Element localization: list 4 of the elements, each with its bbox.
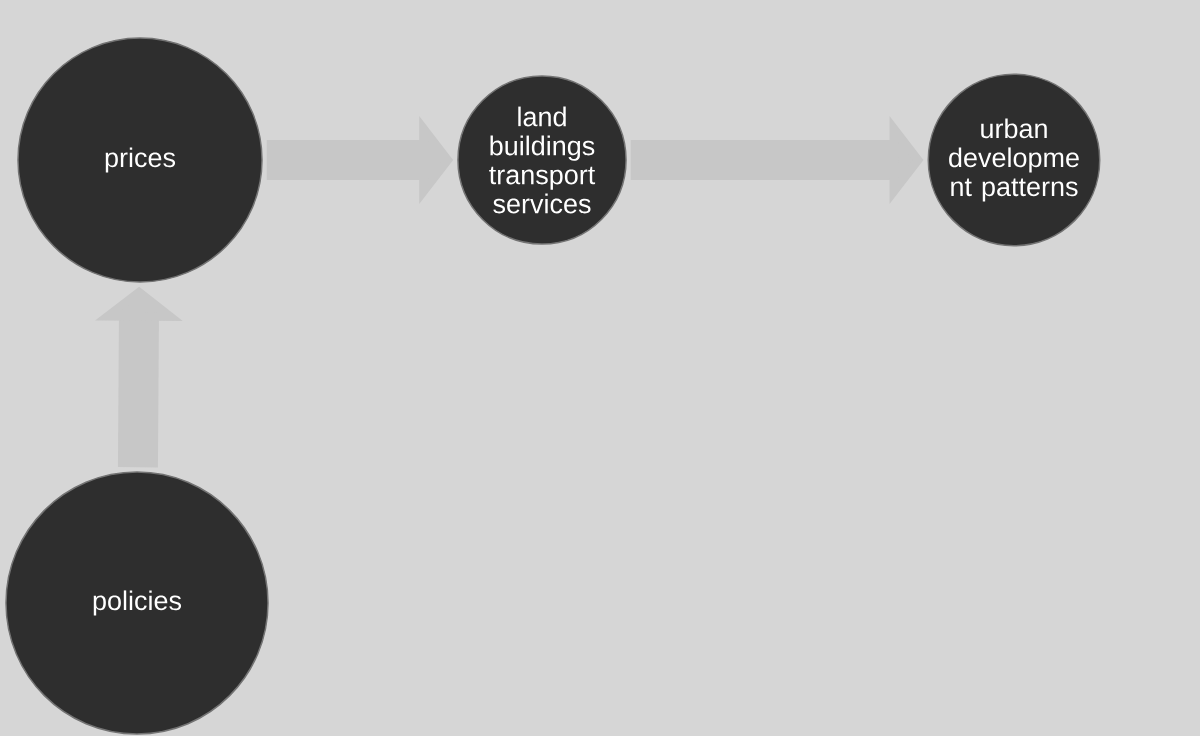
circle-node: prices	[17, 37, 263, 283]
circle-node: policies	[5, 471, 269, 735]
circle-node: land buildings transport services	[457, 75, 627, 245]
circle-node: urban developme nt patterns	[927, 73, 1101, 247]
